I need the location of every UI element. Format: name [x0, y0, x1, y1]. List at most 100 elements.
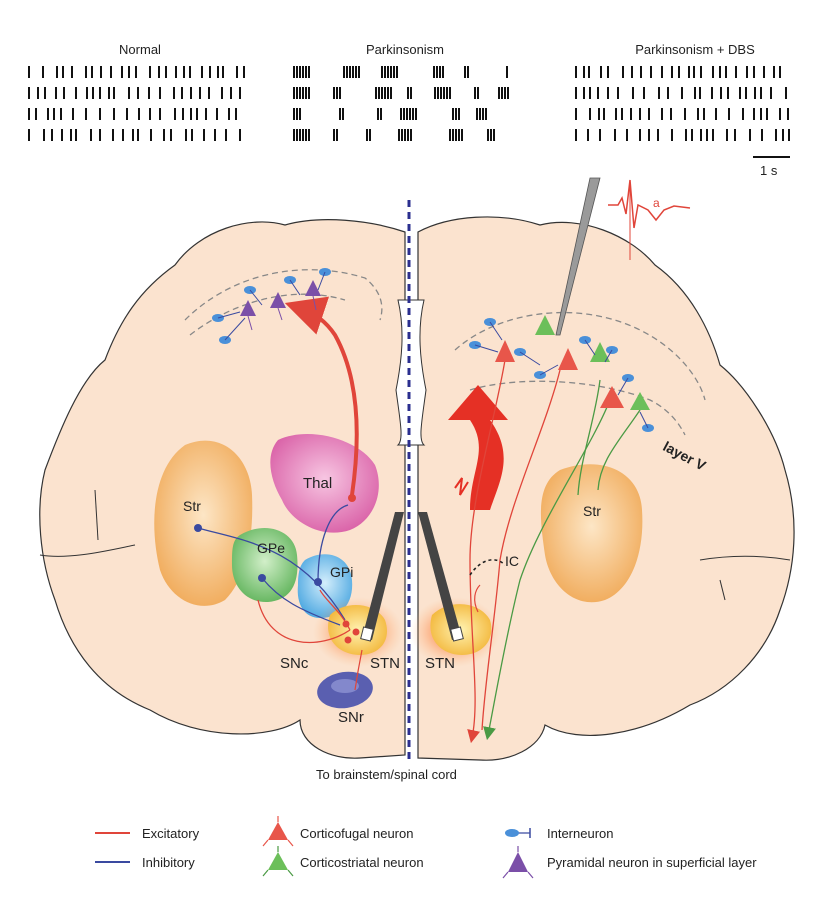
- spike-tick: [308, 87, 310, 99]
- spike-tick: [180, 87, 183, 99]
- spike-tick: [335, 87, 338, 99]
- spike-tick: [136, 87, 139, 99]
- spike-tick: [374, 87, 377, 99]
- spike-tick: [603, 108, 606, 120]
- spike-tick: [208, 87, 211, 99]
- spike-tick: [615, 108, 618, 120]
- spike-tick: [69, 129, 72, 141]
- spike-tick: [199, 87, 202, 99]
- spike-tick: [174, 66, 177, 78]
- spike-tick: [639, 129, 642, 141]
- spike-tick: [296, 108, 298, 120]
- label-thal: Thal: [303, 475, 333, 492]
- spike-tick: [200, 66, 203, 78]
- spike-tick: [685, 129, 688, 141]
- spike-tick: [697, 108, 700, 120]
- left-cortex-neurons: [212, 268, 331, 344]
- spike-tick: [445, 87, 448, 99]
- spike-tick: [719, 66, 722, 78]
- spike-tick: [235, 66, 238, 78]
- spike-tick: [128, 87, 131, 99]
- spike-tick: [759, 87, 762, 99]
- thal-nucleus: [270, 434, 379, 533]
- spike-tick: [599, 129, 602, 141]
- raster-title-dbs: Parkinsonism + DBS: [635, 42, 755, 57]
- spike-tick: [332, 87, 335, 99]
- spike-tick: [409, 108, 412, 120]
- spike-tick: [390, 66, 393, 78]
- spike-tick: [438, 66, 441, 78]
- spike-tick: [787, 129, 790, 141]
- spike-tick: [381, 66, 384, 78]
- spike-tick: [242, 66, 245, 78]
- spike-tick: [37, 87, 40, 99]
- spike-tick: [305, 66, 307, 78]
- spike-tick: [386, 87, 389, 99]
- label-stn-right: STN: [425, 655, 455, 672]
- spike-tick: [28, 129, 30, 141]
- spike-tick: [712, 129, 715, 141]
- spike-tick: [677, 66, 680, 78]
- spike-tick: [778, 66, 781, 78]
- dbs-electrode-left: [362, 512, 404, 640]
- spike-tick: [238, 129, 241, 141]
- spike-tick: [28, 87, 30, 99]
- spike-tick: [734, 129, 737, 141]
- spike-tick: [28, 108, 30, 120]
- spike-tick: [455, 108, 458, 120]
- legend-corticostriatal-label: Corticostriatal neuron: [300, 855, 424, 870]
- raster-row: [293, 108, 508, 120]
- spike-tick: [149, 108, 151, 120]
- str-left-nucleus: [154, 440, 253, 606]
- raster-row: [575, 66, 790, 78]
- spike-tick: [738, 87, 741, 99]
- spike-tick: [735, 66, 738, 78]
- label-stn-left: STN: [370, 655, 400, 672]
- spike-tick: [436, 87, 439, 99]
- spike-tick: [719, 87, 722, 99]
- label-snc: SNc: [280, 655, 309, 672]
- spike-tick: [305, 129, 307, 141]
- spike-tick: [588, 87, 591, 99]
- spike-tick: [700, 129, 703, 141]
- spike-tick: [711, 66, 714, 78]
- spike-tick: [630, 66, 633, 78]
- spike-tick: [442, 87, 445, 99]
- spike-tick: [667, 87, 670, 99]
- spike-tick: [126, 108, 129, 120]
- spike-tick: [626, 129, 629, 141]
- spike-tick: [34, 108, 37, 120]
- spike-tick: [455, 129, 458, 141]
- spike-tick: [458, 108, 461, 120]
- corticofugal-neuron-icon: [268, 822, 288, 840]
- spike-tick: [435, 66, 438, 78]
- spike-tick: [138, 108, 141, 120]
- spike-tick: [107, 87, 110, 99]
- spike-tick: [614, 129, 617, 141]
- spike-tick: [452, 108, 455, 120]
- spike-tick: [173, 87, 176, 99]
- spike-tick: [191, 129, 194, 141]
- spike-tick: [726, 129, 729, 141]
- midline-label: To brainstem/spinal cord: [316, 767, 457, 782]
- spike-tick: [752, 108, 755, 120]
- spike-tick: [181, 108, 184, 120]
- spike-tick: [189, 108, 192, 120]
- spike-tick: [650, 66, 653, 78]
- spike-tick: [600, 66, 603, 78]
- spike-tick: [597, 108, 600, 120]
- spike-tick: [86, 87, 89, 99]
- spike-tick: [467, 66, 470, 78]
- spike-tick: [54, 87, 57, 99]
- thal-to-cortex-arrow: [284, 296, 359, 496]
- spike-tick: [706, 129, 709, 141]
- spike-tick: [759, 108, 762, 120]
- spike-tick: [293, 87, 295, 99]
- legend-excitatory-label: Excitatory: [142, 826, 200, 841]
- spike-tick: [52, 108, 55, 120]
- right-cortex-neurons: [469, 315, 654, 432]
- spike-tick: [296, 66, 298, 78]
- spike-tick: [670, 108, 673, 120]
- raster-row: [293, 87, 509, 99]
